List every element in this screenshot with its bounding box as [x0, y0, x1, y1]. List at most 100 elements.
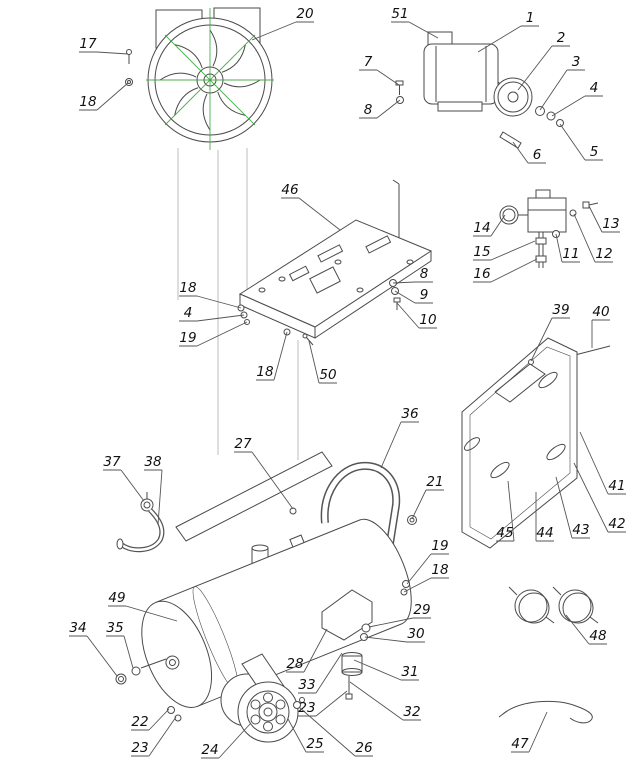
part-number: 21 — [426, 474, 443, 490]
part-number: 28 — [286, 656, 303, 672]
part-number: 4 — [184, 305, 193, 321]
air-tank — [141, 518, 412, 708]
part-callout-17: 17 — [79, 36, 129, 55]
wheel-assembly — [220, 653, 305, 743]
part-number: 17 — [79, 36, 97, 52]
part-number: 7 — [364, 54, 373, 70]
small-washer — [402, 580, 410, 588]
part-callout-5: 5 — [559, 123, 603, 161]
part-number: 30 — [407, 626, 424, 642]
fitting-35 — [131, 666, 141, 676]
part-callout-16: 16 — [473, 258, 538, 283]
part-callout-23: 23 — [298, 690, 348, 717]
part-number: 33 — [298, 677, 315, 693]
part-number: 13 — [602, 216, 619, 232]
part-number: 31 — [401, 664, 418, 680]
part-callout-44: 44 — [535, 492, 554, 542]
nut-21 — [407, 515, 417, 525]
part-callout-19: 19 — [406, 538, 449, 585]
axle-nut — [299, 697, 305, 703]
part-number: 18 — [256, 364, 273, 380]
part-callout-33: 33 — [298, 652, 343, 694]
part-number: 22 — [131, 714, 148, 730]
part-callout-10: 10 — [396, 302, 437, 329]
part-number: 41 — [608, 478, 625, 494]
part-callout-12: 12 — [573, 213, 613, 263]
part-number: 18 — [179, 280, 196, 296]
part-callout-22: 22 — [131, 708, 170, 731]
part-callout-18: 18 — [179, 280, 242, 309]
foot-bolt — [345, 693, 353, 700]
pump-screws — [125, 49, 133, 86]
part-number: 45 — [496, 525, 513, 541]
part-callout-26: 26 — [298, 706, 373, 757]
part-number: 3 — [572, 54, 581, 70]
part-callout-35: 35 — [106, 620, 134, 669]
front-wheel — [237, 681, 299, 743]
part-callout-51: 51 — [391, 6, 439, 39]
part-number: 11 — [562, 246, 579, 262]
part-callout-34: 34 — [69, 620, 118, 677]
part-callout-45: 45 — [496, 480, 515, 542]
part-callout-29: 29 — [368, 602, 431, 628]
part-number: 50 — [319, 367, 336, 383]
part-number: 25 — [306, 736, 323, 752]
part-callout-36: 36 — [380, 406, 419, 469]
part-callout-20: 20 — [251, 6, 314, 41]
part-number: 8 — [364, 102, 373, 118]
washer-3 — [535, 106, 545, 116]
part-callout-19: 19 — [179, 321, 248, 347]
part-callout-18: 18 — [79, 82, 129, 111]
guard-rod — [574, 345, 611, 356]
part-callout-13: 13 — [588, 205, 620, 233]
part-number: 44 — [536, 525, 553, 541]
part-number: 40 — [592, 304, 609, 320]
part-callout-37: 37 — [103, 454, 145, 502]
part-number: 14 — [473, 220, 490, 236]
part-number: 1 — [526, 10, 535, 26]
tank-top-port — [289, 534, 305, 548]
part-number: 46 — [281, 182, 298, 198]
part-number: 19 — [179, 330, 196, 346]
part-callout-4: 4 — [179, 305, 245, 322]
part-callout-30: 30 — [364, 626, 425, 643]
part-number: 23 — [298, 700, 315, 716]
part-callout-4: 4 — [551, 80, 603, 117]
part-number: 34 — [69, 620, 86, 636]
part-number: 48 — [589, 628, 606, 644]
part-number: 29 — [413, 602, 430, 618]
tank-handle — [320, 461, 401, 557]
nut-4 — [546, 111, 556, 121]
washer-5 — [556, 119, 564, 127]
part-callout-1: 1 — [477, 10, 539, 53]
part-number: 51 — [391, 6, 408, 22]
part-number: 42 — [608, 516, 625, 532]
part-number: 32 — [403, 704, 420, 720]
part-number: 16 — [473, 266, 490, 282]
part-callout-40: 40 — [591, 304, 610, 348]
hose-coils — [508, 586, 599, 624]
part-callout-48: 48 — [565, 614, 607, 645]
part-callout-47: 47 — [511, 711, 548, 753]
pressure-switch — [499, 189, 599, 268]
part-callout-25: 25 — [287, 718, 324, 753]
part-callout-42: 42 — [573, 462, 626, 533]
part-number: 23 — [131, 740, 148, 756]
mounting-plate — [237, 179, 433, 346]
left-tank-fittings — [115, 658, 182, 722]
part-callout-9: 9 — [394, 287, 433, 304]
motor-assembly — [395, 31, 564, 149]
part-callout-15: 15 — [473, 240, 536, 261]
part-number: 35 — [106, 620, 123, 636]
part-number: 36 — [401, 406, 418, 422]
part-callout-21: 21 — [411, 474, 444, 520]
part-callout-14: 14 — [473, 214, 506, 237]
part-callout-31: 31 — [353, 659, 419, 681]
part-callout-24: 24 — [201, 723, 251, 759]
foot-assembly — [321, 515, 417, 700]
part-callout-7: 7 — [359, 54, 400, 86]
part-callout-8: 8 — [359, 99, 401, 119]
part-number: 19 — [431, 538, 448, 554]
part-number: 12 — [595, 246, 612, 262]
alignment-marks — [146, 8, 274, 150]
